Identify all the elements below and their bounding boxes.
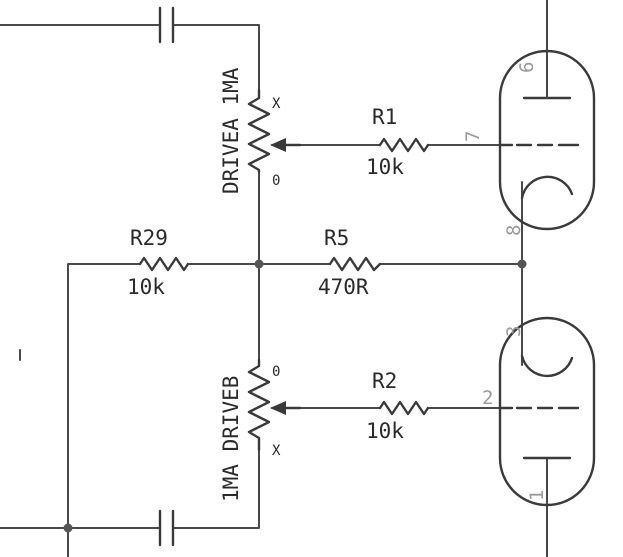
triode-top: 6 7 8 [462,49,596,236]
wires [0,0,548,557]
junction-dot [517,259,527,269]
capacitor-top [158,6,175,44]
pota-end-bottom: 0 [272,173,280,189]
r5-label: R5 [324,226,349,250]
bottom-pin-grid: 2 [482,387,493,409]
bottom-pin-cathode: 3 [503,326,525,337]
pota-end-top: X [272,96,281,112]
wire-top-right [173,24,260,91]
capacitor-bottom [158,509,175,547]
potb-end-bottom: X [272,443,281,459]
wire-r29-left [67,263,141,557]
r1-label: R1 [372,105,397,129]
r29-label: R29 [130,226,168,250]
wire-potb-bottom [173,449,260,529]
potb-end-top: 0 [272,364,280,380]
r2-label: R2 [372,369,397,393]
top-pin-grid: 7 [462,131,484,142]
r1-value: 10k [366,155,404,179]
resistor-r1: R1 10k [366,105,430,179]
r29-value: 10k [127,275,165,299]
junction-dot [63,523,73,533]
top-cathode [520,175,574,200]
triode-bottom: 3 2 1 [482,316,596,507]
junction-dot [254,259,264,269]
bottom-pin-plate: 1 [526,490,548,501]
bottom-cathode [520,354,574,378]
resistor-r29: R29 10k [127,226,190,299]
resistor-r2: R2 10k [366,369,430,443]
r5-value: 470R [318,275,369,299]
r2-value: 10k [366,419,404,443]
top-pin-cathode: 8 [503,225,525,236]
resistor-r5: R5 470R [318,226,382,299]
potentiometer-drivea: X 0 DRIVEA 1MA [219,67,302,194]
top-pin-plate: 6 [516,62,538,73]
pota-label: DRIVEA 1MA [219,67,243,194]
potentiometer-driveb: 0 X 1MA DRIVEB [219,358,302,502]
potb-label: 1MA DRIVEB [219,376,243,502]
